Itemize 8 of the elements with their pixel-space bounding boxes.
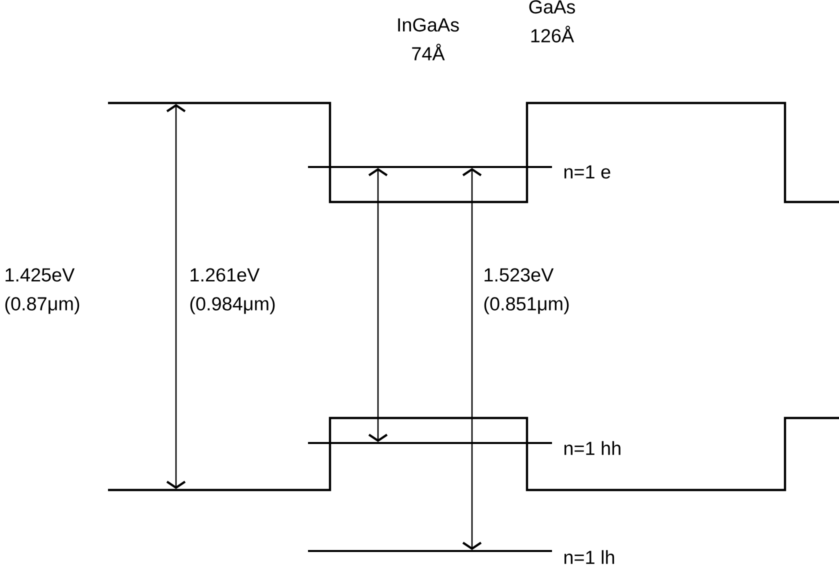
- energy-label: 1.261eV (0.984μm): [190, 268, 275, 314]
- layer-label: InGaAs 74Å: [398, 18, 459, 60]
- energy-label: 1.425eV (0.87μm): [5, 268, 80, 314]
- level-label: n=1 hh: [564, 441, 620, 455]
- energy-label: 1.523eV (0.851μm): [484, 268, 569, 314]
- level-label: n=1 e: [564, 165, 610, 179]
- level-label: n=1 lh: [564, 550, 614, 564]
- layer-label: GaAs 126Å: [529, 0, 575, 42]
